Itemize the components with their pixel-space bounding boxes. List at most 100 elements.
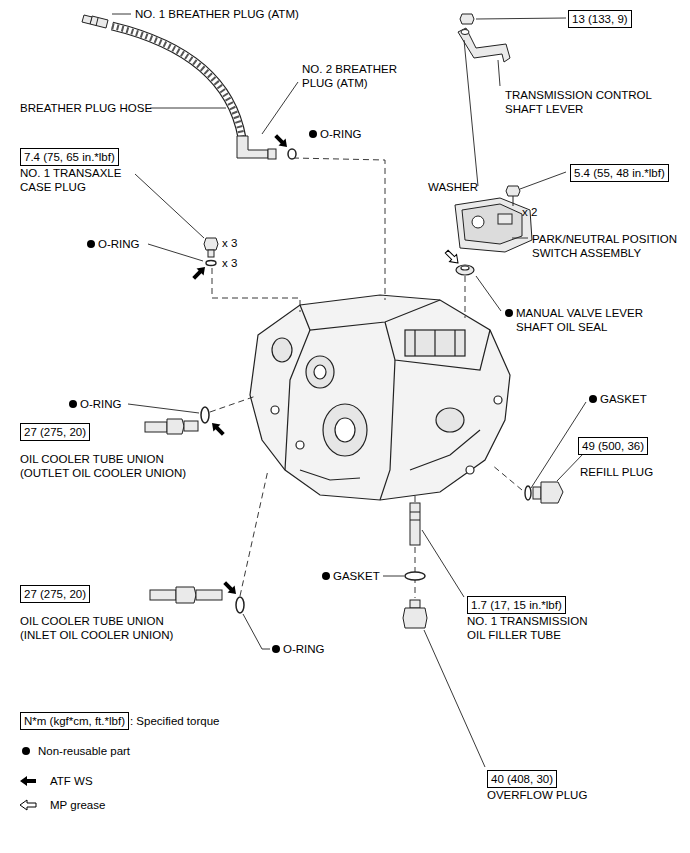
atf-arrow <box>20 132 291 786</box>
non-reusable-dot <box>22 130 597 755</box>
part-name: NO. 2 BREATHER PLUG (ATM) <box>302 62 412 90</box>
breather-plug-2 <box>237 136 276 159</box>
illustration-part <box>296 441 304 449</box>
torque-box: N*m (kgf*cm, ft.*lbf) <box>20 712 129 730</box>
part-name: REFILL PLUG <box>580 465 653 479</box>
illustration-part <box>237 136 268 158</box>
illustration-part <box>461 30 469 35</box>
illustration-part <box>184 421 198 431</box>
part-name: O-RING <box>80 397 122 411</box>
illustration-part <box>492 465 522 490</box>
o-ring <box>288 149 296 159</box>
torque-value: 49 (500, 36) <box>582 440 644 452</box>
illustration-part <box>250 295 510 500</box>
illustration-part <box>533 487 541 499</box>
part-name: NO. 1 BREATHER PLUG (ATM) <box>135 7 299 21</box>
part-name: x 3 <box>222 236 237 250</box>
illustration-part <box>300 300 440 330</box>
illustration-part <box>443 248 461 266</box>
torque-value: 1.7 (17, 15 in.*lbf) <box>471 599 562 611</box>
part-name: BREATHER PLUG HOSE <box>20 101 152 115</box>
illustration-part <box>322 572 330 580</box>
illustration-part <box>262 82 298 134</box>
torque-box: 5.4 (55, 48 in.*lbf) <box>570 164 669 182</box>
illustration-part <box>405 330 465 356</box>
illustration-part <box>112 14 131 15</box>
illustration-part <box>461 266 469 270</box>
illustration-part <box>513 196 514 206</box>
illustration-part <box>271 406 279 414</box>
illustration-part <box>272 338 292 362</box>
part-name: WASHER <box>428 180 478 194</box>
illustration-part <box>525 486 531 500</box>
illustration-part <box>112 26 242 138</box>
illustration-part <box>335 418 355 442</box>
illustration-part <box>82 15 92 24</box>
illustration-part <box>208 419 226 437</box>
part-name: O-RING <box>320 127 362 141</box>
torque-value: N*m (kgf*cm, ft.*lbf) <box>24 715 125 727</box>
mp-grease-arrow <box>20 248 462 810</box>
illustration-part <box>465 276 466 318</box>
illustration-part <box>96 18 98 26</box>
illustration-part <box>589 395 597 403</box>
torque-value: 7.4 (75, 65 in.*lbf) <box>24 151 115 163</box>
illustration-part <box>69 400 77 408</box>
illustration-part <box>380 360 395 500</box>
part-name: NO. 1 TRANSMISSION OIL FILLER TUBE <box>467 614 597 642</box>
torque-box: 13 (133, 9) <box>568 10 632 28</box>
illustration-part <box>20 776 36 786</box>
illustration-part <box>415 496 416 503</box>
illustration-part <box>206 261 216 266</box>
oil-seal <box>456 265 474 275</box>
illustration-part <box>210 396 256 412</box>
torque-box: 7.4 (75, 65 in.*lbf) <box>20 148 119 166</box>
illustration-part <box>240 470 268 596</box>
outlet-union <box>145 407 209 434</box>
part-name: MANUAL VALVE LEVER SHAFT OIL SEAL <box>516 306 671 334</box>
illustration-part <box>410 430 480 470</box>
illustration-part <box>466 466 474 474</box>
illustration-part <box>454 330 455 356</box>
illustration-part <box>410 520 420 521</box>
legend-text: : Specified torque <box>130 714 220 728</box>
legend-text: MP grease <box>50 798 105 812</box>
illustration-part <box>410 503 420 545</box>
park-neutral-switch <box>455 186 532 252</box>
illustration-part <box>422 530 464 597</box>
illustration-part <box>208 250 214 257</box>
illustration-part <box>150 108 226 109</box>
illustration-part <box>20 800 36 810</box>
torque-box: 1.7 (17, 15 in.*lbf) <box>467 596 566 614</box>
torque-value: 40 (408, 30) <box>491 773 553 785</box>
illustration-part <box>410 512 420 513</box>
illustration-part <box>201 407 209 423</box>
illustration-part <box>472 216 484 228</box>
illustration-part <box>176 587 196 603</box>
illustration-part <box>150 590 176 600</box>
part-name: O-RING <box>283 642 325 656</box>
illustration-part <box>112 26 242 138</box>
illustration-part <box>405 572 425 580</box>
case-plug <box>204 238 218 266</box>
breather-hose <box>112 26 242 138</box>
torque-value: 27 (275, 20) <box>24 426 86 438</box>
illustration-part <box>498 214 512 224</box>
torque-value: 13 (133, 9) <box>572 13 628 25</box>
legend-text: ATF WS <box>50 774 93 788</box>
illustration-part <box>112 26 242 138</box>
illustration-part <box>293 158 385 300</box>
torque-box: 40 (408, 30) <box>487 770 557 788</box>
illustration-part <box>512 238 528 239</box>
illustration-part <box>505 309 513 317</box>
illustration-part <box>87 240 95 248</box>
part-name: OIL COOLER TUBE UNION (OUTLET OIL COOLER… <box>20 452 198 480</box>
illustration-part <box>520 172 566 189</box>
illustration-part <box>190 263 208 281</box>
illustration-part <box>212 268 300 312</box>
illustration-part <box>557 454 583 481</box>
illustration-part <box>314 365 326 379</box>
torque-value: 27 (275, 20) <box>24 588 86 600</box>
illustration-part <box>22 747 30 755</box>
